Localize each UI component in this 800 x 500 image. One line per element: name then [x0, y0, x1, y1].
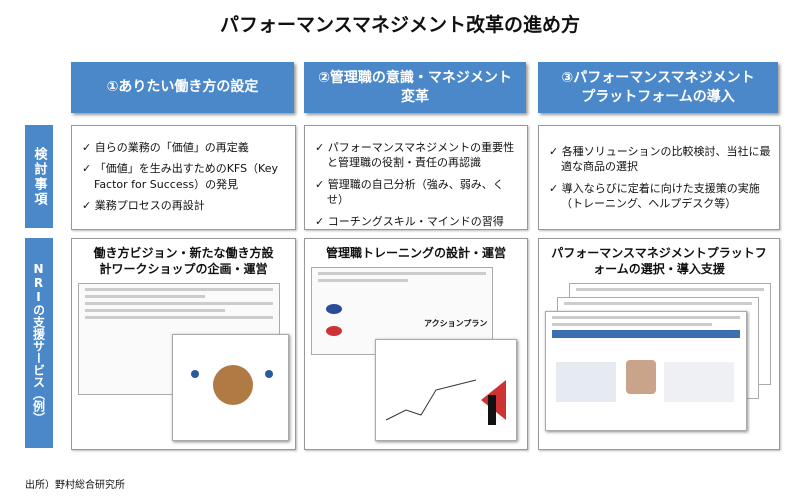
service-title: パフォーマンスマネジメントプラットフォームの選択・導入支援 — [551, 246, 767, 277]
review-item: 業務プロセスの再設計 — [82, 198, 287, 213]
service-box-1: 働き方ビジョン・新たな働き方設計ワークショップの企画・運営 — [71, 238, 296, 450]
action-plan-label: アクションプラン — [424, 319, 488, 328]
line-chart-image — [385, 379, 506, 425]
review-box-3: 各種ソリューションの比較検討、当社に最適な商品の選択 導入ならびに定着に向けた支… — [538, 125, 780, 230]
review-item: 導入ならびに定着に向けた支援策の実施（トレーニング、ヘルプデスク等） — [549, 181, 771, 212]
side-label-service: NRIの支援サービス（例） — [25, 238, 53, 448]
header-step-2: ②管理職の意識・マネジメント変革 — [304, 62, 526, 113]
review-item: 自らの業務の「価値」の再定義 — [82, 140, 287, 155]
service-title: 働き方ビジョン・新たな働き方設計ワークショップの企画・運営 — [93, 246, 274, 277]
review-item: 管理職の自己分析（強み、弱み、くせ） — [315, 177, 519, 208]
review-item: コーチングスキル・マインドの習得 — [315, 214, 519, 229]
review-box-1: 自らの業務の「価値」の再定義 「価値」を生み出すためのKFS（Key Facto… — [71, 125, 296, 230]
page-title: パフォーマンスマネジメント改革の進め方 — [219, 14, 581, 36]
person-photo — [626, 360, 656, 394]
service-title: 管理職トレーニングの設計・運営 — [325, 246, 506, 260]
chart-thumbnail — [375, 339, 517, 441]
service-box-2: 管理職トレーニングの設計・運営 アクションプラン — [304, 238, 528, 450]
service-box-3: パフォーマンスマネジメントプラットフォームの選択・導入支援 — [538, 238, 780, 450]
review-item: 「価値」を生み出すためのKFS（Key Factor for Success）の… — [82, 161, 287, 192]
review-item: 各種ソリューションの比較検討、当社に最適な商品の選択 — [549, 144, 771, 175]
side-label-review: 検討事項 — [25, 125, 53, 228]
vision-thumbnail — [172, 334, 289, 441]
wood-circle-image — [213, 365, 253, 405]
source-note: 出所）野村総合研究所 — [25, 480, 125, 491]
review-item: パフォーマンスマネジメントの重要性と管理職の役割・責任の再認識 — [315, 140, 519, 171]
header-step-1: ①ありたい働き方の設定 — [71, 62, 294, 113]
platform-thumbnail-front — [545, 311, 747, 431]
header-step-3: ③パフォーマンスマネジメントプラットフォームの導入 — [538, 62, 778, 113]
review-box-2: パフォーマンスマネジメントの重要性と管理職の役割・責任の再認識 管理職の自己分析… — [304, 125, 528, 230]
